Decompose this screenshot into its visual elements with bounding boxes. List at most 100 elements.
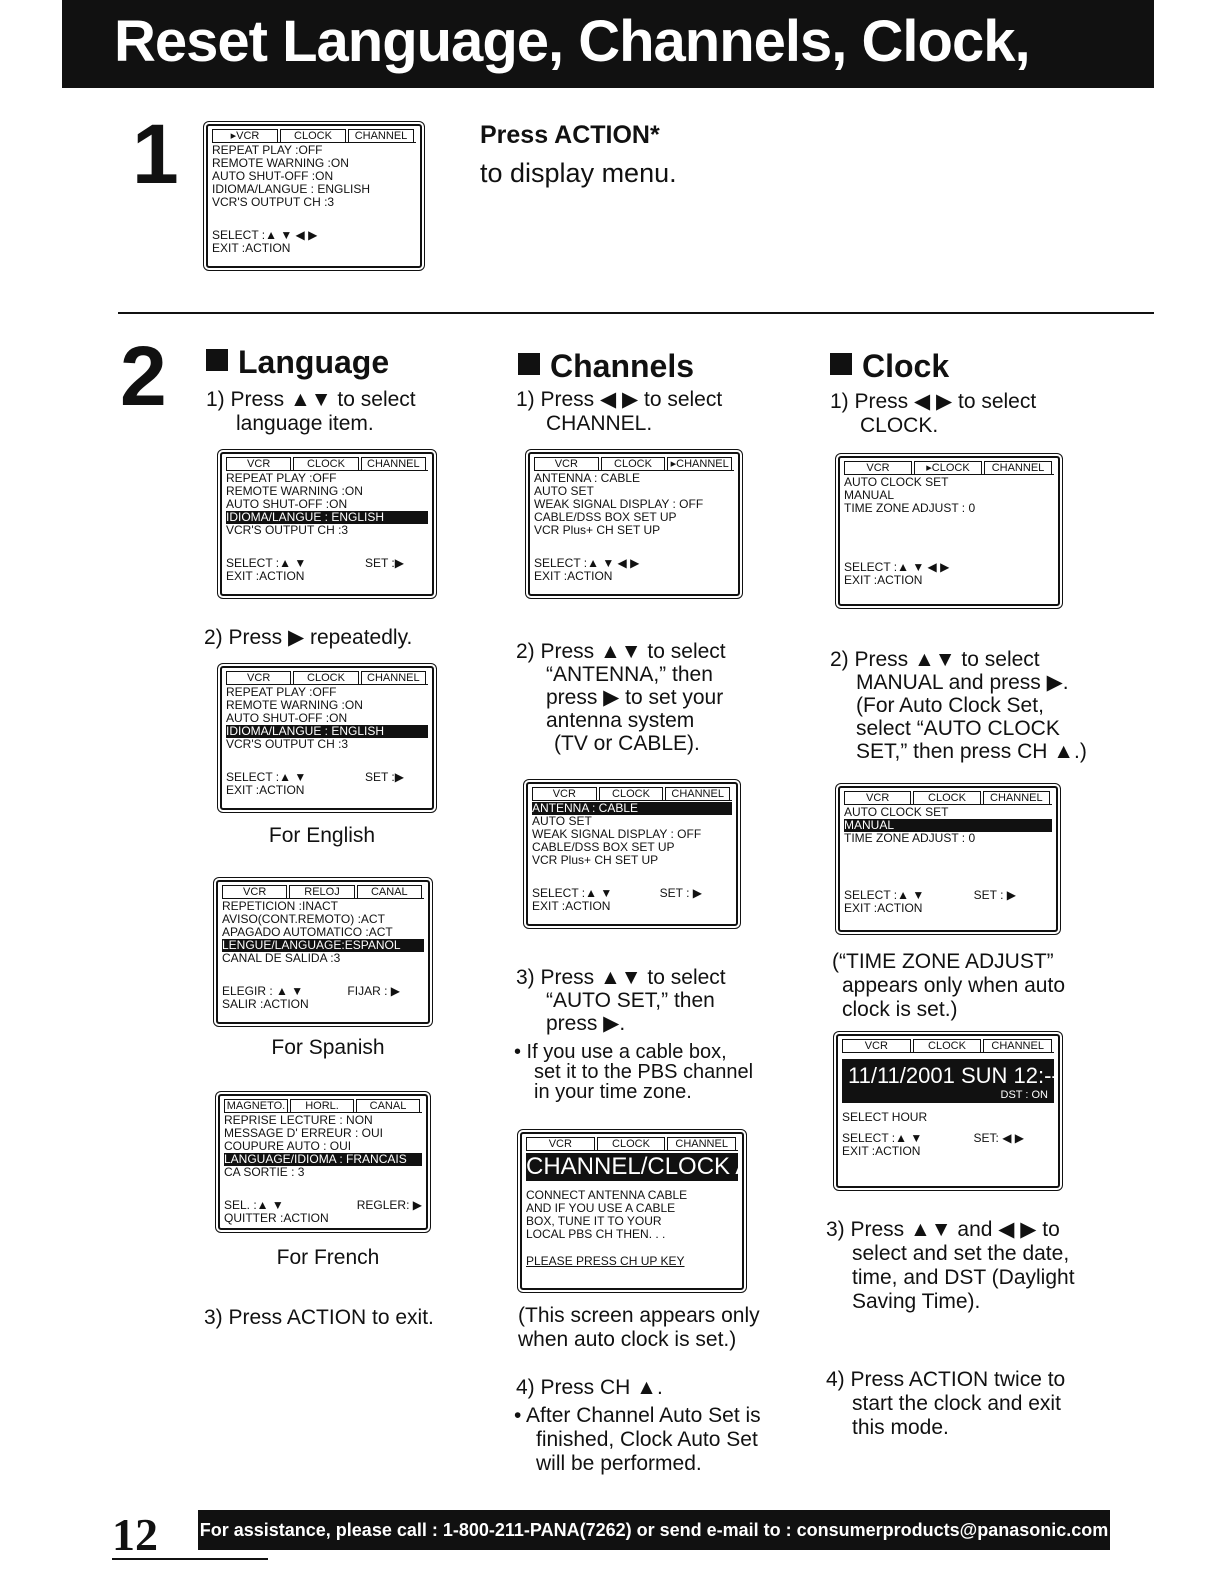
tab-clock: CLOCK	[912, 1039, 982, 1052]
screen-line: CONNECT ANTENNA CABLE	[526, 1188, 688, 1202]
screen-set: SET: ◀ ▶	[973, 1131, 1024, 1145]
square-bullet-icon	[830, 353, 852, 375]
tab-vcr: VCR	[222, 885, 288, 898]
text-line: in your time zone.	[534, 1081, 692, 1103]
channels-bullet2: • After Channel Auto Set is finished, Cl…	[514, 1404, 761, 1476]
text-line: antenna system	[546, 709, 695, 732]
text-line: CLOCK.	[860, 414, 939, 437]
screen-exit: EXIT :ACTION	[844, 573, 923, 587]
channels-step3: 3) Press ▲▼ to select “AUTO SET,” then p…	[516, 966, 726, 1035]
screen-line: VCR'S OUTPUT CH :3	[226, 737, 349, 751]
tab-canal: CANAL	[356, 1099, 420, 1112]
step-number-2: 2	[120, 329, 167, 423]
caption-french: For French	[276, 1246, 380, 1269]
text-line: 2) Press ▲▼ to select	[516, 640, 726, 663]
page-number-underline	[112, 1558, 268, 1560]
tab-vcr: VCR	[226, 671, 292, 684]
step1-instruction: to display menu.	[480, 158, 677, 188]
tab-channel: CHANNEL	[984, 461, 1052, 474]
section-divider	[118, 312, 1154, 314]
language-screen-french: MAGNETO.HORL.CANAL REPRISE LECTURE : NON…	[218, 1094, 428, 1230]
text-line: CHANNEL.	[546, 412, 653, 435]
text-line: (TV or CABLE).	[554, 732, 700, 755]
screen-line: REPRISE LECTURE : NON	[224, 1113, 373, 1127]
language-heading-text: Language	[238, 344, 390, 380]
screen-select: SELECT :▲ ▼	[532, 886, 613, 900]
screen-line: AUTO SHUT-OFF :ON	[226, 497, 348, 511]
tab-vcr: VCR	[526, 1137, 595, 1150]
clock-heading-text: Clock	[862, 348, 950, 384]
tab-clock: CLOCK	[600, 457, 666, 470]
screen-line: VCR Plus+ CH SET UP	[534, 523, 661, 537]
channels-bullet1: • If you use a cable box, set it to the …	[514, 1042, 753, 1102]
text-line: finished, Clock Auto Set	[536, 1428, 758, 1451]
screen-exit: EXIT :ACTION	[532, 899, 611, 913]
screen-line: AUTO CLOCK SET	[844, 475, 949, 489]
screen-set: SET : ▶	[973, 888, 1016, 902]
tab-channel: CHANNEL	[667, 1137, 737, 1150]
text-line: this mode.	[852, 1416, 949, 1439]
text-line: 1) Press ◀ ▶ to select	[516, 388, 723, 411]
channels-step4: 4) Press CH ▲.	[516, 1376, 663, 1399]
screen-select: SELECT :▲ ▼ ◀ ▶	[844, 560, 950, 574]
text-line: 1) Press ◀ ▶ to select	[830, 390, 1037, 413]
clock-step1: 1) Press ◀ ▶ to select CLOCK.	[830, 390, 1036, 438]
text-line: 1) Press ▲▼ to select	[206, 388, 416, 411]
text-line: start the clock and exit	[852, 1392, 1061, 1415]
screen-highlight: ANTENNA : CABLE	[532, 802, 732, 815]
square-bullet-icon	[518, 353, 540, 375]
text-line: “ANTENNA,” then	[546, 663, 713, 686]
square-bullet-icon	[206, 349, 228, 371]
text-line: 2) Press ▲▼ to select	[830, 648, 1040, 671]
screen-set: REGLER: ▶	[356, 1198, 422, 1212]
page-number: 12	[112, 1509, 158, 1560]
screen-line: REPEAT PLAY :OFF	[226, 685, 337, 699]
screen-line: MESSAGE D' ERREUR : OUI	[224, 1126, 383, 1140]
clock-note: (“TIME ZONE ADJUST” appears only when au…	[832, 950, 1065, 1022]
tab-channel: CHANNEL	[360, 671, 426, 684]
page-title: Reset Language, Channels, Clock,	[62, 0, 1154, 88]
text-line: • If you use a cable box,	[514, 1041, 727, 1063]
clock-step3: 3) Press ▲▼ and ◀ ▶ to select and set th…	[826, 1218, 1075, 1314]
text-line: clock is set.)	[842, 998, 958, 1021]
screen-line: ANTENNA : CABLE	[534, 471, 641, 485]
screen-line: CABLE/DSS BOX SET UP	[532, 840, 675, 854]
screen-line: REMOTE WARNING :ON	[212, 156, 349, 170]
screen-exit: EXIT :ACTION	[212, 241, 291, 255]
tab-clock: CLOCK	[913, 791, 981, 804]
text-line: set it to the PBS channel	[534, 1061, 754, 1083]
screen-line: TIME ZONE ADJUST : 0	[844, 501, 976, 515]
screen-line: VCR'S OUTPUT CH :3	[212, 195, 335, 209]
tab-vcr: VCR	[844, 791, 912, 804]
channels-step2: 2) Press ▲▼ to select “ANTENNA,” then pr…	[516, 640, 726, 755]
tab-channel: CHANNEL	[665, 787, 731, 800]
text-line: select and set the date,	[852, 1242, 1070, 1265]
text-line: select “AUTO CLOCK	[856, 717, 1060, 740]
screen-line: TIME ZONE ADJUST : 0	[844, 831, 976, 845]
language-step1: 1) Press ▲▼ to select language item.	[206, 388, 416, 436]
screen-line: AUTO SHUT-OFF :ON	[212, 169, 334, 183]
screen-exit: EXIT :ACTION	[534, 569, 613, 583]
text-line: (“TIME ZONE ADJUST”	[832, 950, 1054, 973]
screen-select: SELECT :▲ ▼	[842, 1131, 923, 1145]
text-line: • After Channel Auto Set is	[514, 1404, 761, 1427]
screen-line: CABLE/DSS BOX SET UP	[534, 510, 677, 524]
screen-line: REPEAT PLAY :OFF	[226, 471, 337, 485]
language-step2: 2) Press ▶ repeatedly.	[204, 626, 413, 649]
screen-line: IDIOMA/LANGUE : ENGLISH	[212, 182, 371, 196]
screen-highlight: LENGUE/LANGUAGE:ESPANOL	[222, 939, 424, 952]
caption-english: For English	[268, 824, 376, 847]
screen-line: REMOTE WARNING :ON	[226, 484, 363, 498]
date-display: 11/11/2001 SUN 12:--PM DST : ON	[842, 1059, 1058, 1103]
date-readout: 11/11/2001 SUN 12:--PM	[848, 1063, 1059, 1088]
text-line: will be performed.	[536, 1452, 702, 1475]
screen-line: LOCAL PBS CH THEN. . .	[526, 1227, 666, 1241]
tab-clock: CLOCK	[293, 671, 359, 684]
assistance-banner: For assistance, please call : 1-800-211-…	[198, 1510, 1110, 1550]
screen-line: WEAK SIGNAL DISPLAY : OFF	[534, 497, 704, 511]
